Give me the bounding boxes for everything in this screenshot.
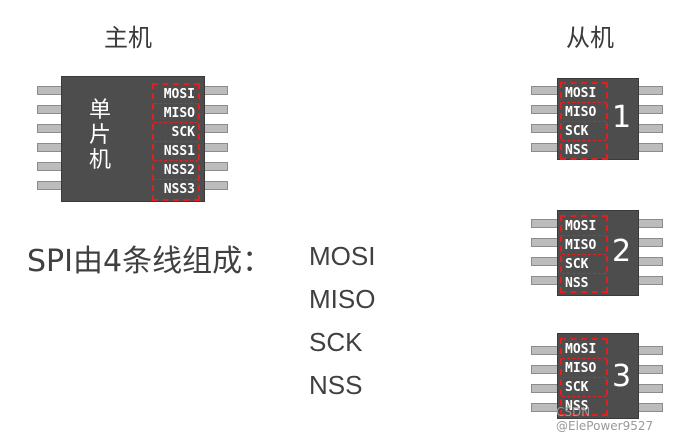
pin-lead: [637, 384, 663, 393]
pin-lead: [637, 86, 663, 95]
mcu-label-char: 片: [88, 123, 111, 148]
mcu-label-char: 机: [88, 148, 111, 173]
pin-lead: [37, 124, 62, 133]
signal-nss: NSS: [309, 370, 363, 400]
pin-lead: [37, 181, 62, 190]
pin-label-nss2: NSS2: [154, 161, 198, 180]
pin-lead: [637, 143, 663, 152]
signal-sck: SCK: [309, 327, 363, 357]
pin-lead: [531, 384, 559, 393]
pin-lead: [37, 162, 62, 171]
pin-label-miso: MISO: [562, 236, 606, 255]
pin-lead: [37, 105, 62, 114]
pin-lead: [531, 257, 559, 266]
pin-label-nss: NSS: [565, 276, 589, 291]
pin-label-nss1: NSS1: [154, 142, 198, 161]
pin-lead: [637, 257, 663, 266]
slave-pin-box: MOSI MISO SCK NSS: [560, 338, 608, 416]
pin-label-mosi: MOSI: [562, 340, 606, 359]
pin-lead: [531, 219, 559, 228]
pin-label-sck: SCK: [562, 378, 606, 397]
signal-mosi: MOSI: [309, 241, 376, 271]
pin-lead: [531, 86, 559, 95]
pin-lead: [637, 219, 663, 228]
pin-lead: [637, 365, 663, 374]
pin-label-mosi: MOSI: [154, 85, 198, 104]
pin-lead: [637, 238, 663, 247]
pin-lead: [531, 403, 559, 412]
pin-label-mosi: MOSI: [562, 217, 606, 236]
pin-lead: [637, 105, 663, 114]
slave-number: 3: [612, 359, 632, 394]
pin-lead: [531, 124, 559, 133]
pin-lead: [531, 276, 559, 285]
pin-lead: [203, 181, 228, 190]
master-pin-box: MOSI MISO SCK NSS1 NSS2 NSS3: [152, 83, 200, 201]
mcu-label-char: 单: [88, 98, 111, 123]
watermark: CSDN @ElePower9527: [556, 405, 654, 433]
slave-chip-3-body: MOSI MISO SCK NSS 3: [557, 333, 639, 419]
pin-label-miso: MISO: [562, 359, 606, 378]
slave-number: 1: [612, 100, 632, 135]
signal-miso: MISO: [309, 284, 376, 314]
pin-label-nss: NSS: [565, 143, 589, 158]
pin-lead: [531, 365, 559, 374]
slave-heading: 从机: [566, 24, 614, 52]
slave-number: 2: [612, 234, 632, 269]
pin-label-miso: MISO: [154, 104, 198, 123]
summary-text: SPI由4条线组成：: [27, 244, 273, 279]
pin-lead: [531, 105, 559, 114]
pin-label-sck: SCK: [562, 255, 606, 274]
pin-lead: [203, 143, 228, 152]
pin-lead: [531, 346, 559, 355]
pin-lead: [37, 86, 62, 95]
pin-label-nss: NSS: [565, 399, 589, 414]
master-chip-body: 单 片 机 MOSI MISO SCK NSS1 NSS2 NSS3: [61, 76, 205, 202]
pin-label-sck: SCK: [154, 123, 198, 142]
pin-lead: [203, 86, 228, 95]
pin-lead: [637, 276, 663, 285]
pin-lead: [531, 143, 559, 152]
slave-pin-box: MOSI MISO SCK NSS: [560, 82, 608, 160]
pin-lead: [637, 346, 663, 355]
slave-pin-box: MOSI MISO SCK NSS: [560, 215, 608, 293]
pin-lead: [531, 238, 559, 247]
pin-label-nss3: NSS3: [163, 182, 195, 197]
slave-chip-2-body: MOSI MISO SCK NSS 2: [557, 210, 639, 296]
pin-lead: [203, 124, 228, 133]
pin-label-sck: SCK: [562, 122, 606, 141]
pin-label-miso: MISO: [562, 103, 606, 122]
pin-lead: [203, 162, 228, 171]
pin-lead: [637, 124, 663, 133]
pin-lead: [203, 105, 228, 114]
pin-label-mosi: MOSI: [562, 84, 606, 103]
master-heading: 主机: [104, 24, 152, 52]
slave-chip-1-body: MOSI MISO SCK NSS 1: [557, 78, 639, 160]
pin-lead: [37, 143, 62, 152]
